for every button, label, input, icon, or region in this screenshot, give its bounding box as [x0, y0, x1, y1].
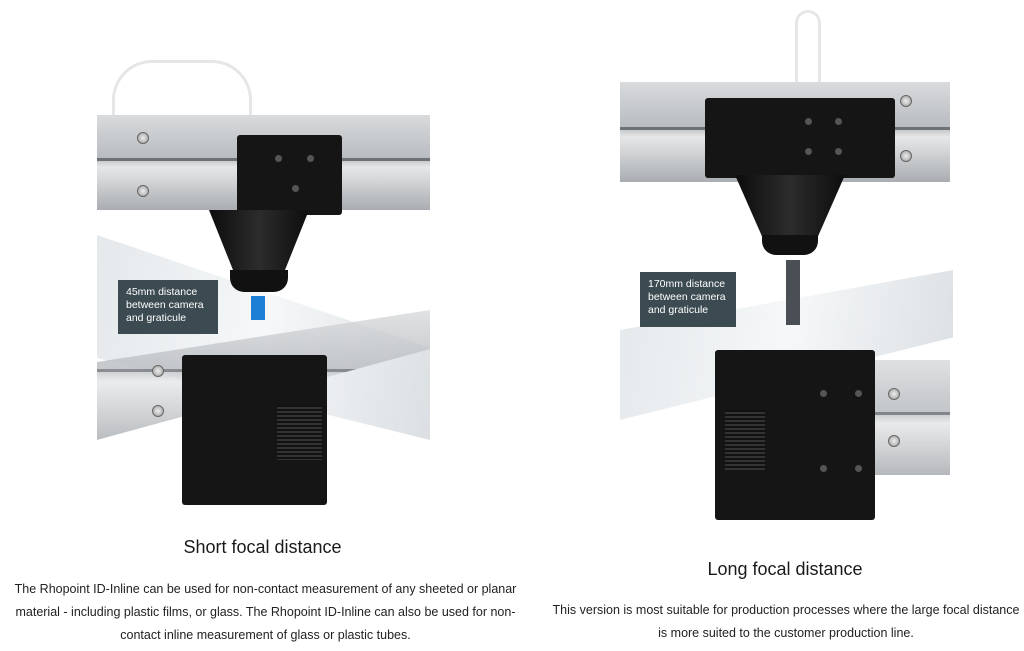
label-line: and graticule [126, 312, 187, 324]
long-distance-label: 170mm distance between camera and gratic… [640, 272, 736, 327]
label-line: 170mm distance [648, 278, 726, 290]
ethernet-cable [112, 60, 252, 120]
label-line: 45mm distance [126, 286, 198, 298]
camera-head [237, 135, 342, 215]
short-focal-description: The Rhopoint ID-Inline can be used for n… [14, 582, 517, 642]
long-focal-illustration [620, 10, 953, 525]
lower-rail [870, 360, 950, 475]
short-focal-title: Short focal distance [183, 537, 342, 557]
camera-head [705, 98, 895, 178]
ethernet-cable [795, 10, 821, 90]
label-line: and graticule [648, 304, 709, 316]
short-focal-illustration [97, 60, 430, 515]
long-focal-description: This version is most suitable for produc… [552, 603, 1020, 640]
label-line: between camera [648, 291, 726, 303]
distance-marker [251, 296, 265, 320]
distance-marker [786, 260, 800, 325]
long-focal-title: Long focal distance [707, 559, 863, 579]
short-distance-label: 45mm distance between camera and graticu… [118, 280, 218, 334]
label-line: between camera [126, 299, 204, 311]
